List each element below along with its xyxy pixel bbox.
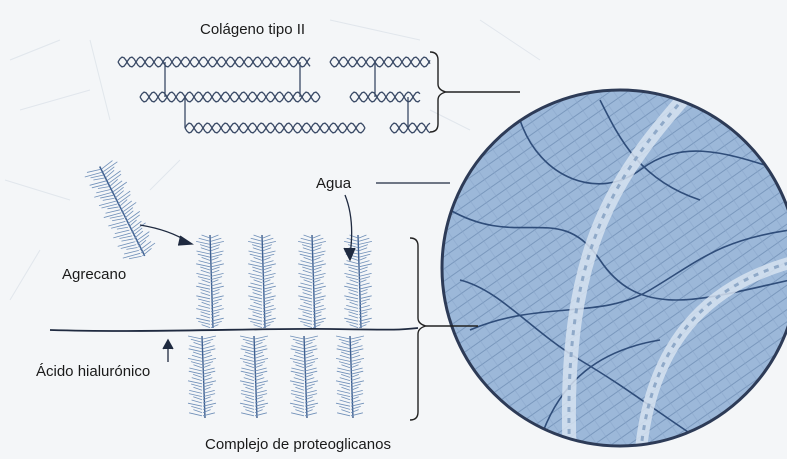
collagen-strand: [350, 92, 420, 102]
hyaluronic-arrow: [163, 340, 173, 362]
complex-label: Complejo de proteoglicanos: [205, 437, 391, 452]
collagen-strand: [350, 92, 420, 102]
aggrecan-molecule: [83, 159, 158, 265]
hyaluronic-label: Ácido hialurónico: [36, 364, 150, 379]
collagen-strand: [140, 92, 320, 102]
water-label: Agua: [316, 176, 351, 191]
collagen-bracket: [430, 52, 520, 132]
proteoglycan-complex: [188, 235, 372, 418]
collagen-strand: [185, 123, 365, 133]
aggrecan-label: Agrecano: [62, 267, 126, 282]
collagen-fibrils: [118, 57, 430, 133]
magnified-view: [440, 80, 787, 459]
aggrecan-arrow: [140, 225, 192, 245]
collagen-label: Colágeno tipo II: [200, 22, 305, 37]
water-arrow: [344, 183, 450, 260]
hyaluronic-acid-strand: [50, 328, 418, 331]
